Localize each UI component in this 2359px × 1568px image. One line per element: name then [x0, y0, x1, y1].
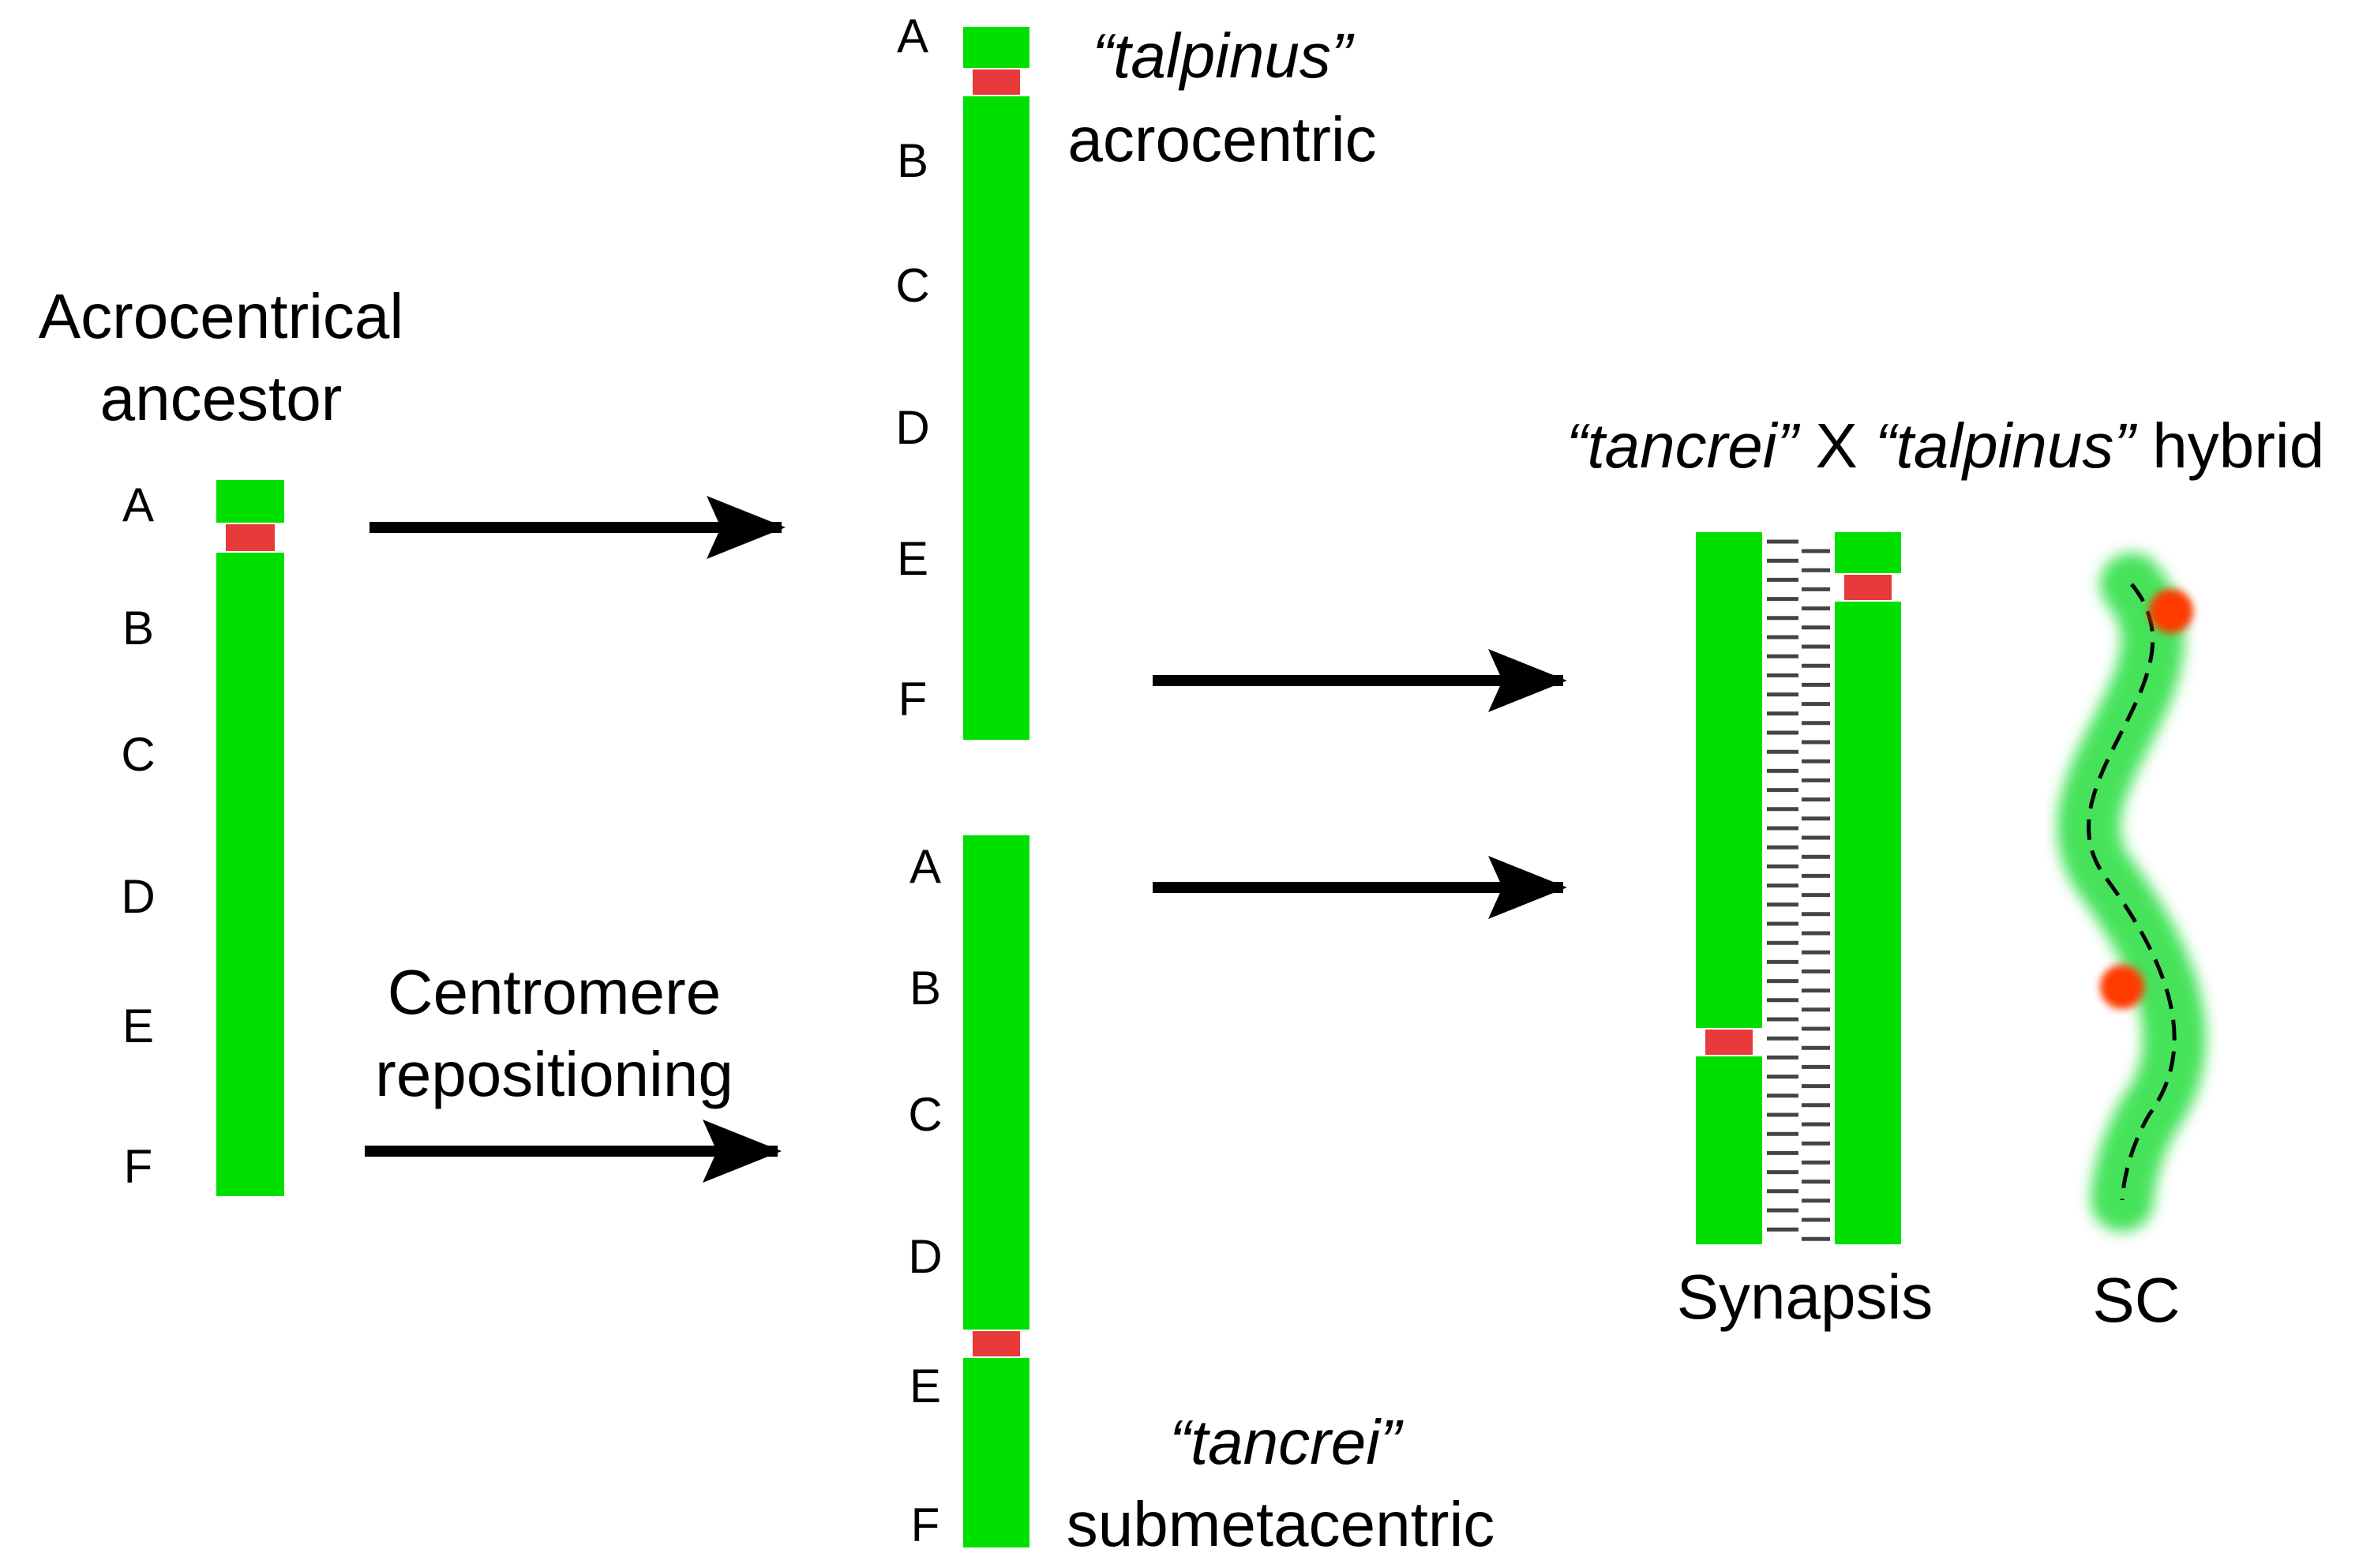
- talpinus-type: acrocentric: [1067, 104, 1376, 174]
- ancestor-letter-b: B: [122, 602, 154, 655]
- talpinus-letter-b: B: [897, 134, 928, 187]
- hybrid-cross: X: [1798, 411, 1875, 481]
- centromere-focus: [2100, 965, 2144, 1009]
- talpinus-name: “talpinus”: [1092, 21, 1354, 91]
- chromosome-arm-short: [963, 27, 1029, 68]
- centromere: [1844, 575, 1892, 600]
- repositioning-label-line1: Centromere: [388, 957, 721, 1027]
- tancrei-letter-b: B: [909, 962, 941, 1015]
- centromere-focus: [2149, 589, 2193, 633]
- tancrei-group: A B C D E F “tancrei” submetacentric: [908, 835, 1495, 1559]
- hybrid-suffix: hybrid: [2135, 411, 2324, 481]
- synapsis-tancrei-chromosome: [1696, 532, 1762, 1244]
- talpinus-chromosome: [963, 27, 1029, 740]
- chromosome-arm-long: [963, 835, 1029, 1330]
- ancestor-letter-e: E: [122, 1000, 154, 1052]
- tancrei-name: “tancrei”: [1169, 1407, 1404, 1477]
- ancestor-letter-a: A: [122, 478, 154, 531]
- ancestor-title-line1: Acrocentrical: [39, 281, 403, 351]
- ancestor-letter-d: D: [121, 870, 155, 923]
- synapsis-diagram: Synapsis: [1677, 532, 1933, 1332]
- chromosome-arm-long: [963, 96, 1029, 740]
- hybrid-name-tancrei: “tancrei”: [1566, 411, 1801, 481]
- chromosome-arm-long: [1835, 602, 1901, 1244]
- ancestor-chromosome: [216, 480, 284, 1196]
- tancrei-letter-f: F: [911, 1499, 940, 1551]
- talpinus-letter-c: C: [895, 259, 929, 312]
- talpinus-letter-e: E: [897, 532, 928, 585]
- synapsis-label: Synapsis: [1677, 1262, 1933, 1332]
- tancrei-letter-c: C: [908, 1088, 942, 1141]
- talpinus-letter-f: F: [898, 673, 928, 726]
- talpinus-letter-a: A: [897, 9, 928, 62]
- sc-label: SC: [2092, 1265, 2180, 1335]
- hybrid-title: “tancrei” X “talpinus” hybrid: [1566, 411, 2324, 481]
- sc-axis-dashed: [2087, 583, 2177, 1201]
- tancrei-chromosome: [963, 835, 1029, 1547]
- ancestor-group: Acrocentrical ancestor A B C D E F: [39, 281, 403, 1196]
- centromere: [973, 1331, 1020, 1356]
- ancestor-title-line2: ancestor: [100, 363, 343, 433]
- tancrei-letter-a: A: [909, 840, 941, 893]
- synapsis-talpinus-chromosome: [1835, 532, 1901, 1244]
- talpinus-letter-d: D: [895, 401, 929, 454]
- chromosome-arm-long: [216, 553, 284, 1196]
- talpinus-group: A B C D E F “talpinus” acrocentric: [895, 9, 1377, 740]
- chromosome-arm-short: [1696, 1056, 1762, 1244]
- hybrid-name-talpinus: “talpinus”: [1875, 411, 2137, 481]
- synaptonemal-ladder: [1767, 539, 1830, 1241]
- ancestor-letter-f: F: [124, 1140, 153, 1193]
- ancestor-letter-c: C: [121, 728, 155, 781]
- tancrei-type: submetacentric: [1067, 1489, 1495, 1559]
- chromosome-arm-short: [216, 480, 284, 523]
- tancrei-letter-d: D: [908, 1230, 942, 1283]
- chromosome-arm-long: [1696, 532, 1762, 1028]
- chromosome-arm-short: [963, 1358, 1029, 1547]
- centromere: [226, 524, 275, 551]
- tancrei-letter-e: E: [909, 1360, 941, 1412]
- centromere: [1705, 1030, 1753, 1055]
- chromosome-arm-short: [1835, 532, 1901, 573]
- centromere: [973, 69, 1020, 95]
- sc-glow: [2057, 553, 2207, 1232]
- repositioning-label-line2: repositioning: [375, 1039, 733, 1109]
- sc-diagram: SC: [2057, 553, 2207, 1335]
